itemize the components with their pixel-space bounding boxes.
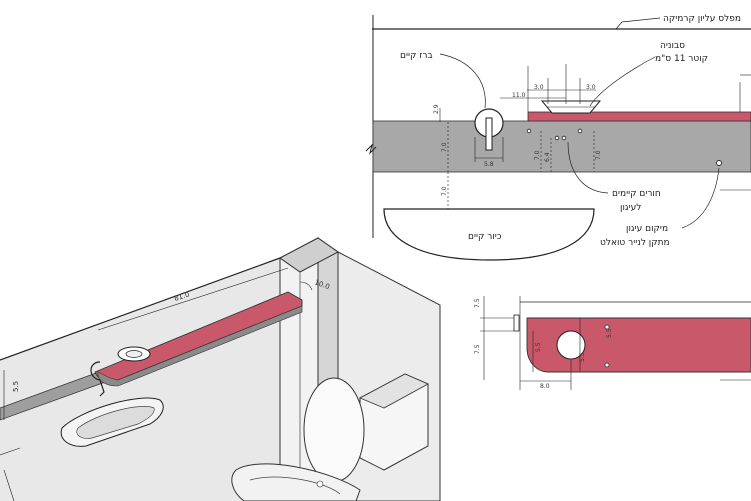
dim-11: 11.0 (512, 92, 526, 99)
hole (526, 128, 532, 134)
label-anchor: מיקום עיגון (626, 224, 668, 234)
iso-wall-top (0, 257, 281, 361)
isometric-view: 81.0 10.0 5.5 (0, 237, 441, 501)
iso-faucet (90, 361, 105, 397)
iso-soap-inner (125, 350, 143, 358)
plan-hole (604, 362, 610, 368)
iso-dim-ext (0, 447, 21, 456)
iso-wall (0, 258, 280, 501)
leader-soap (589, 56, 656, 107)
label-holes-2: לעיגון (620, 203, 641, 213)
iso-shelf-edge (97, 305, 303, 387)
iso-dim-10-arc (299, 281, 313, 291)
dim-75-b: 7.5 (474, 344, 481, 354)
dim-64: 6.4 (544, 152, 551, 162)
anchor-hole (716, 160, 722, 166)
faucet-spout (485, 117, 493, 151)
label-faucet: ברז קיים (400, 51, 433, 61)
iso-dim-55: 5.5 (12, 381, 20, 392)
dim-7-b: 7.0 (534, 150, 541, 160)
leader-anchor (681, 167, 720, 229)
iso-toilet-seat-inner (249, 476, 341, 495)
hole (577, 128, 583, 134)
leader-faucet (439, 53, 486, 109)
iso-dim-ext (3, 469, 15, 501)
dim-80: 8.0 (540, 383, 550, 390)
dim-75-a: 7.5 (474, 298, 481, 308)
dim-55-b: 5.5 (579, 352, 586, 362)
iso-dim-81-line (97, 267, 289, 331)
wall-strip (372, 120, 751, 173)
plan-hole (604, 324, 610, 330)
dim-7-sink: 7.0 (441, 186, 448, 196)
dim-55-a: 5.5 (535, 342, 542, 352)
label-holes: חורים קיימים (612, 189, 661, 199)
iso-toilet-lid (303, 377, 365, 483)
sink-label: כיור קיים (468, 232, 502, 242)
label-soap-dia: קוטר 11 ס"מ (655, 54, 708, 64)
dim-58: 5.8 (484, 161, 494, 168)
break-symbol (365, 143, 377, 155)
dim-7-left: 7.0 (441, 142, 448, 152)
iso-toilet-hinge (316, 480, 324, 488)
dim-3-right: 3.0 (586, 84, 596, 91)
label-ceramic-top: מפלס עליון קרמיקה (663, 14, 741, 24)
hole (561, 135, 567, 141)
dim-29: 2.9 (433, 104, 440, 114)
dim-3-left: 3.0 (534, 84, 544, 91)
leader-holes (567, 141, 609, 194)
iso-toilet-tank-top (359, 373, 429, 409)
plan-view: 7.5 7.5 5.5 5.5 5.5 8.0 (474, 296, 751, 390)
shelf-elevation (527, 111, 751, 122)
elevation-view: 3.0 3.0 11.0 5.8 2.9 7.0 7.0 6.4 7.0 (365, 14, 751, 261)
shelf-plan (526, 317, 751, 373)
leader-ceramic (615, 17, 661, 30)
wall-bracket (513, 314, 520, 332)
iso-sink-basin (76, 406, 155, 439)
label-anchor-2: מתקן לנייר טואלט (600, 238, 670, 248)
dim-55-c: 5.5 (606, 328, 613, 338)
soap-hole-plan (556, 330, 586, 360)
iso-toilet-seat (231, 463, 361, 501)
dim-7-c: 7.0 (595, 150, 602, 160)
hole (554, 135, 560, 141)
label-soap: סבוניה (660, 41, 685, 51)
sink-shape (383, 208, 595, 261)
